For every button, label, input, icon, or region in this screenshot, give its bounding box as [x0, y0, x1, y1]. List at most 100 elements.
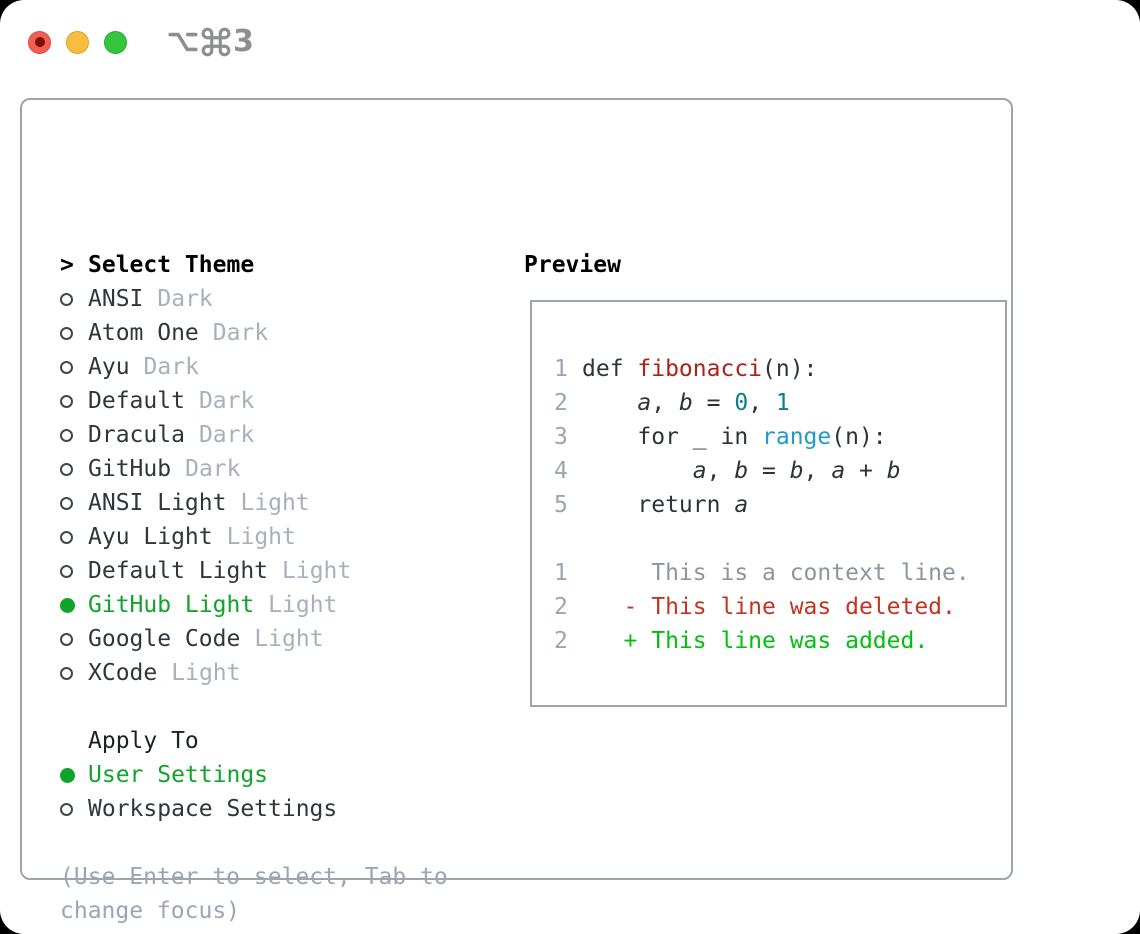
theme-option-label: Atom One: [88, 320, 199, 346]
code-segment-func: fibonacci: [637, 356, 763, 382]
code-segment-plain: ,: [706, 458, 735, 484]
code-line: 1 def fibonacci(n):: [554, 352, 1005, 386]
code-segment-var: a: [831, 458, 846, 484]
line-number: 4: [554, 458, 568, 484]
code-segment-num: 0: [734, 390, 749, 416]
radio-icon: [60, 666, 88, 680]
radio-icon: [60, 394, 88, 408]
theme-variant-label: Light: [240, 490, 310, 516]
titlebar: 3: [28, 26, 254, 58]
code-segment-context: This is a context line.: [582, 560, 970, 586]
theme-option-ayu-light[interactable]: Ayu Light Light: [60, 520, 460, 554]
radio-icon: [60, 632, 88, 646]
theme-option-google-code[interactable]: Google Code Light: [60, 622, 460, 656]
code-segment-plain: (n):: [762, 356, 818, 382]
theme-option-label: XCode: [88, 660, 158, 686]
radio-icon: [60, 496, 88, 510]
zoom-button[interactable]: [104, 30, 127, 54]
code-segment-plain: ,: [803, 458, 832, 484]
minimize-button[interactable]: [66, 30, 89, 54]
apply-to-title: Apply To: [88, 728, 199, 754]
theme-option-dracula[interactable]: Dracula Dark: [60, 418, 460, 452]
select-theme-header: > Select Theme: [60, 248, 460, 282]
code-segment-plain: def: [582, 356, 638, 382]
code-segment-var: a: [692, 458, 707, 484]
command-key-icon: [200, 26, 232, 58]
code-segment-plain: [582, 390, 637, 416]
code-line: 4 a, b = b, a + b: [554, 454, 1005, 488]
radio-icon: [60, 326, 88, 340]
theme-option-label: Google Code: [88, 626, 241, 652]
code-segment-plain: =: [692, 390, 735, 416]
theme-variant-label: Dark: [198, 422, 255, 448]
theme-option-label: Dracula: [88, 422, 185, 448]
focus-caret-icon: >: [60, 252, 74, 278]
theme-variant-label: Light: [171, 660, 241, 686]
code-segment-deleted: - This line was deleted.: [582, 594, 956, 620]
code-line: 3 for _ in range(n):: [554, 420, 1005, 454]
theme-variant-label: Light: [226, 524, 296, 550]
theme-option-label: Ayu: [88, 354, 130, 380]
close-button[interactable]: [28, 30, 51, 54]
theme-option-label: Default: [88, 388, 185, 414]
apply-to-header: Apply To: [60, 724, 460, 758]
theme-option-xcode[interactable]: XCode Light: [60, 656, 460, 690]
apply-option-user-settings[interactable]: User Settings: [60, 758, 460, 792]
radio-icon: [60, 802, 88, 816]
code-segment-plain: (n):: [831, 424, 887, 450]
code-segment-added: + This line was added.: [582, 628, 929, 654]
code-segment-plain: ,: [651, 390, 679, 416]
theme-variant-label: Dark: [212, 320, 269, 346]
radio-icon: [60, 530, 88, 544]
preview-title: Preview: [524, 252, 621, 278]
line-number: 2: [554, 628, 568, 654]
code-segment-var: a: [637, 390, 652, 416]
code-segment-plain: +: [845, 458, 887, 484]
radio-icon: [60, 292, 88, 306]
theme-variant-label: Dark: [143, 354, 199, 380]
line-number: 5: [554, 492, 568, 518]
code-line: 5 return a: [554, 488, 1005, 522]
code-segment-var: a: [734, 492, 749, 518]
code-segment-plain: return: [582, 492, 735, 518]
theme-variant-label: Light: [254, 626, 324, 652]
code-line: [554, 522, 1005, 556]
line-number: 1: [554, 356, 568, 382]
code-line: 2 - This line was deleted.: [554, 590, 1005, 624]
apply-option-workspace-settings[interactable]: Workspace Settings: [60, 792, 460, 826]
code-segment-var: b: [789, 458, 804, 484]
theme-option-atom-one[interactable]: Atom One Dark: [60, 316, 460, 350]
radio-icon: [60, 360, 88, 374]
line-number: 2: [554, 390, 568, 416]
code-segment-var: b: [678, 390, 693, 416]
select-theme-title: Select Theme: [88, 252, 255, 278]
spacer: [60, 826, 460, 860]
theme-variant-label: Light: [282, 558, 352, 584]
code-segment-var: b: [886, 458, 901, 484]
theme-option-label: Ayu Light: [88, 524, 213, 550]
window-title-number: 3: [233, 24, 254, 59]
radio-selected-icon: [60, 767, 88, 783]
theme-option-label: ANSI: [88, 286, 144, 312]
code-segment-plain: =: [748, 458, 790, 484]
code-line: 2 + This line was added.: [554, 624, 1005, 658]
keyboard-hint: (Use Enter to select, Tab to change focu…: [60, 864, 448, 924]
theme-option-ayu[interactable]: Ayu Dark: [60, 350, 460, 384]
code-segment-plain: [582, 458, 693, 484]
code-line: 1 This is a context line.: [554, 556, 1005, 590]
code-segment-var: b: [734, 458, 749, 484]
radio-icon: [60, 462, 88, 476]
theme-variant-label: Dark: [185, 456, 241, 482]
line-number: 1: [554, 560, 568, 586]
